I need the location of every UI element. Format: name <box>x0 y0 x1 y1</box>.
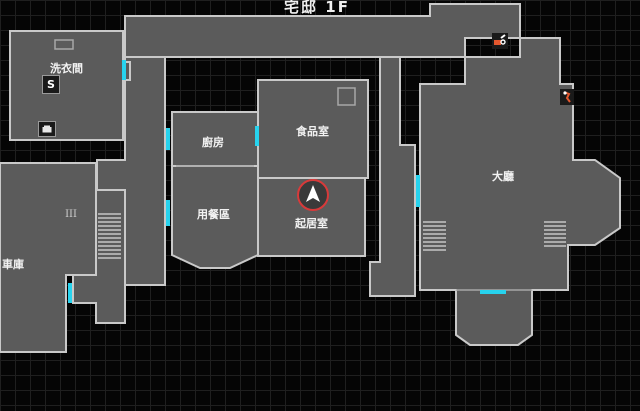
door-marker-icon <box>560 89 574 105</box>
hall-stairs-right <box>544 221 566 247</box>
garage-hallway <box>72 189 126 324</box>
door-hall-south <box>480 290 506 294</box>
key-item-icon <box>492 33 508 49</box>
pantry-shelf <box>337 87 356 106</box>
room-label-kitchen: 廚房 <box>202 136 224 149</box>
hall-stairs-left <box>423 221 446 251</box>
door-garage <box>68 283 72 303</box>
garage-stairs <box>98 213 121 259</box>
kitchen-room <box>171 111 259 167</box>
room-label-laundry: 洗衣間 <box>50 62 83 75</box>
garage-room <box>0 162 97 353</box>
door-kitchen-pantry <box>255 126 259 146</box>
room-label-garage: 車庫 <box>2 258 24 271</box>
room-label-dining: 用餐區 <box>197 208 230 221</box>
room-label-pantry: 食品室 <box>296 125 329 138</box>
living-room <box>257 177 366 257</box>
floor-title: 宅邸 1F <box>284 0 350 16</box>
room-label-living: 起居室 <box>295 217 328 230</box>
door-kitchen-west <box>166 128 170 150</box>
east-corridor <box>369 56 416 297</box>
door-hall-west <box>416 175 420 207</box>
door-laundry <box>122 60 126 80</box>
player-marker <box>297 179 329 211</box>
item-box-icon <box>38 121 56 137</box>
main-hall <box>419 37 621 346</box>
laundry-shelf <box>54 39 74 50</box>
garage-shutter-icon: III <box>63 208 79 220</box>
save-point-letter: S <box>47 78 55 91</box>
laundry-room <box>9 30 124 141</box>
garage-sign-text: III <box>65 208 77 220</box>
room-label-hall: 大廳 <box>492 170 514 183</box>
save-point-icon: S <box>42 75 60 94</box>
door-dining-west <box>166 200 170 226</box>
pantry-room <box>257 79 369 179</box>
